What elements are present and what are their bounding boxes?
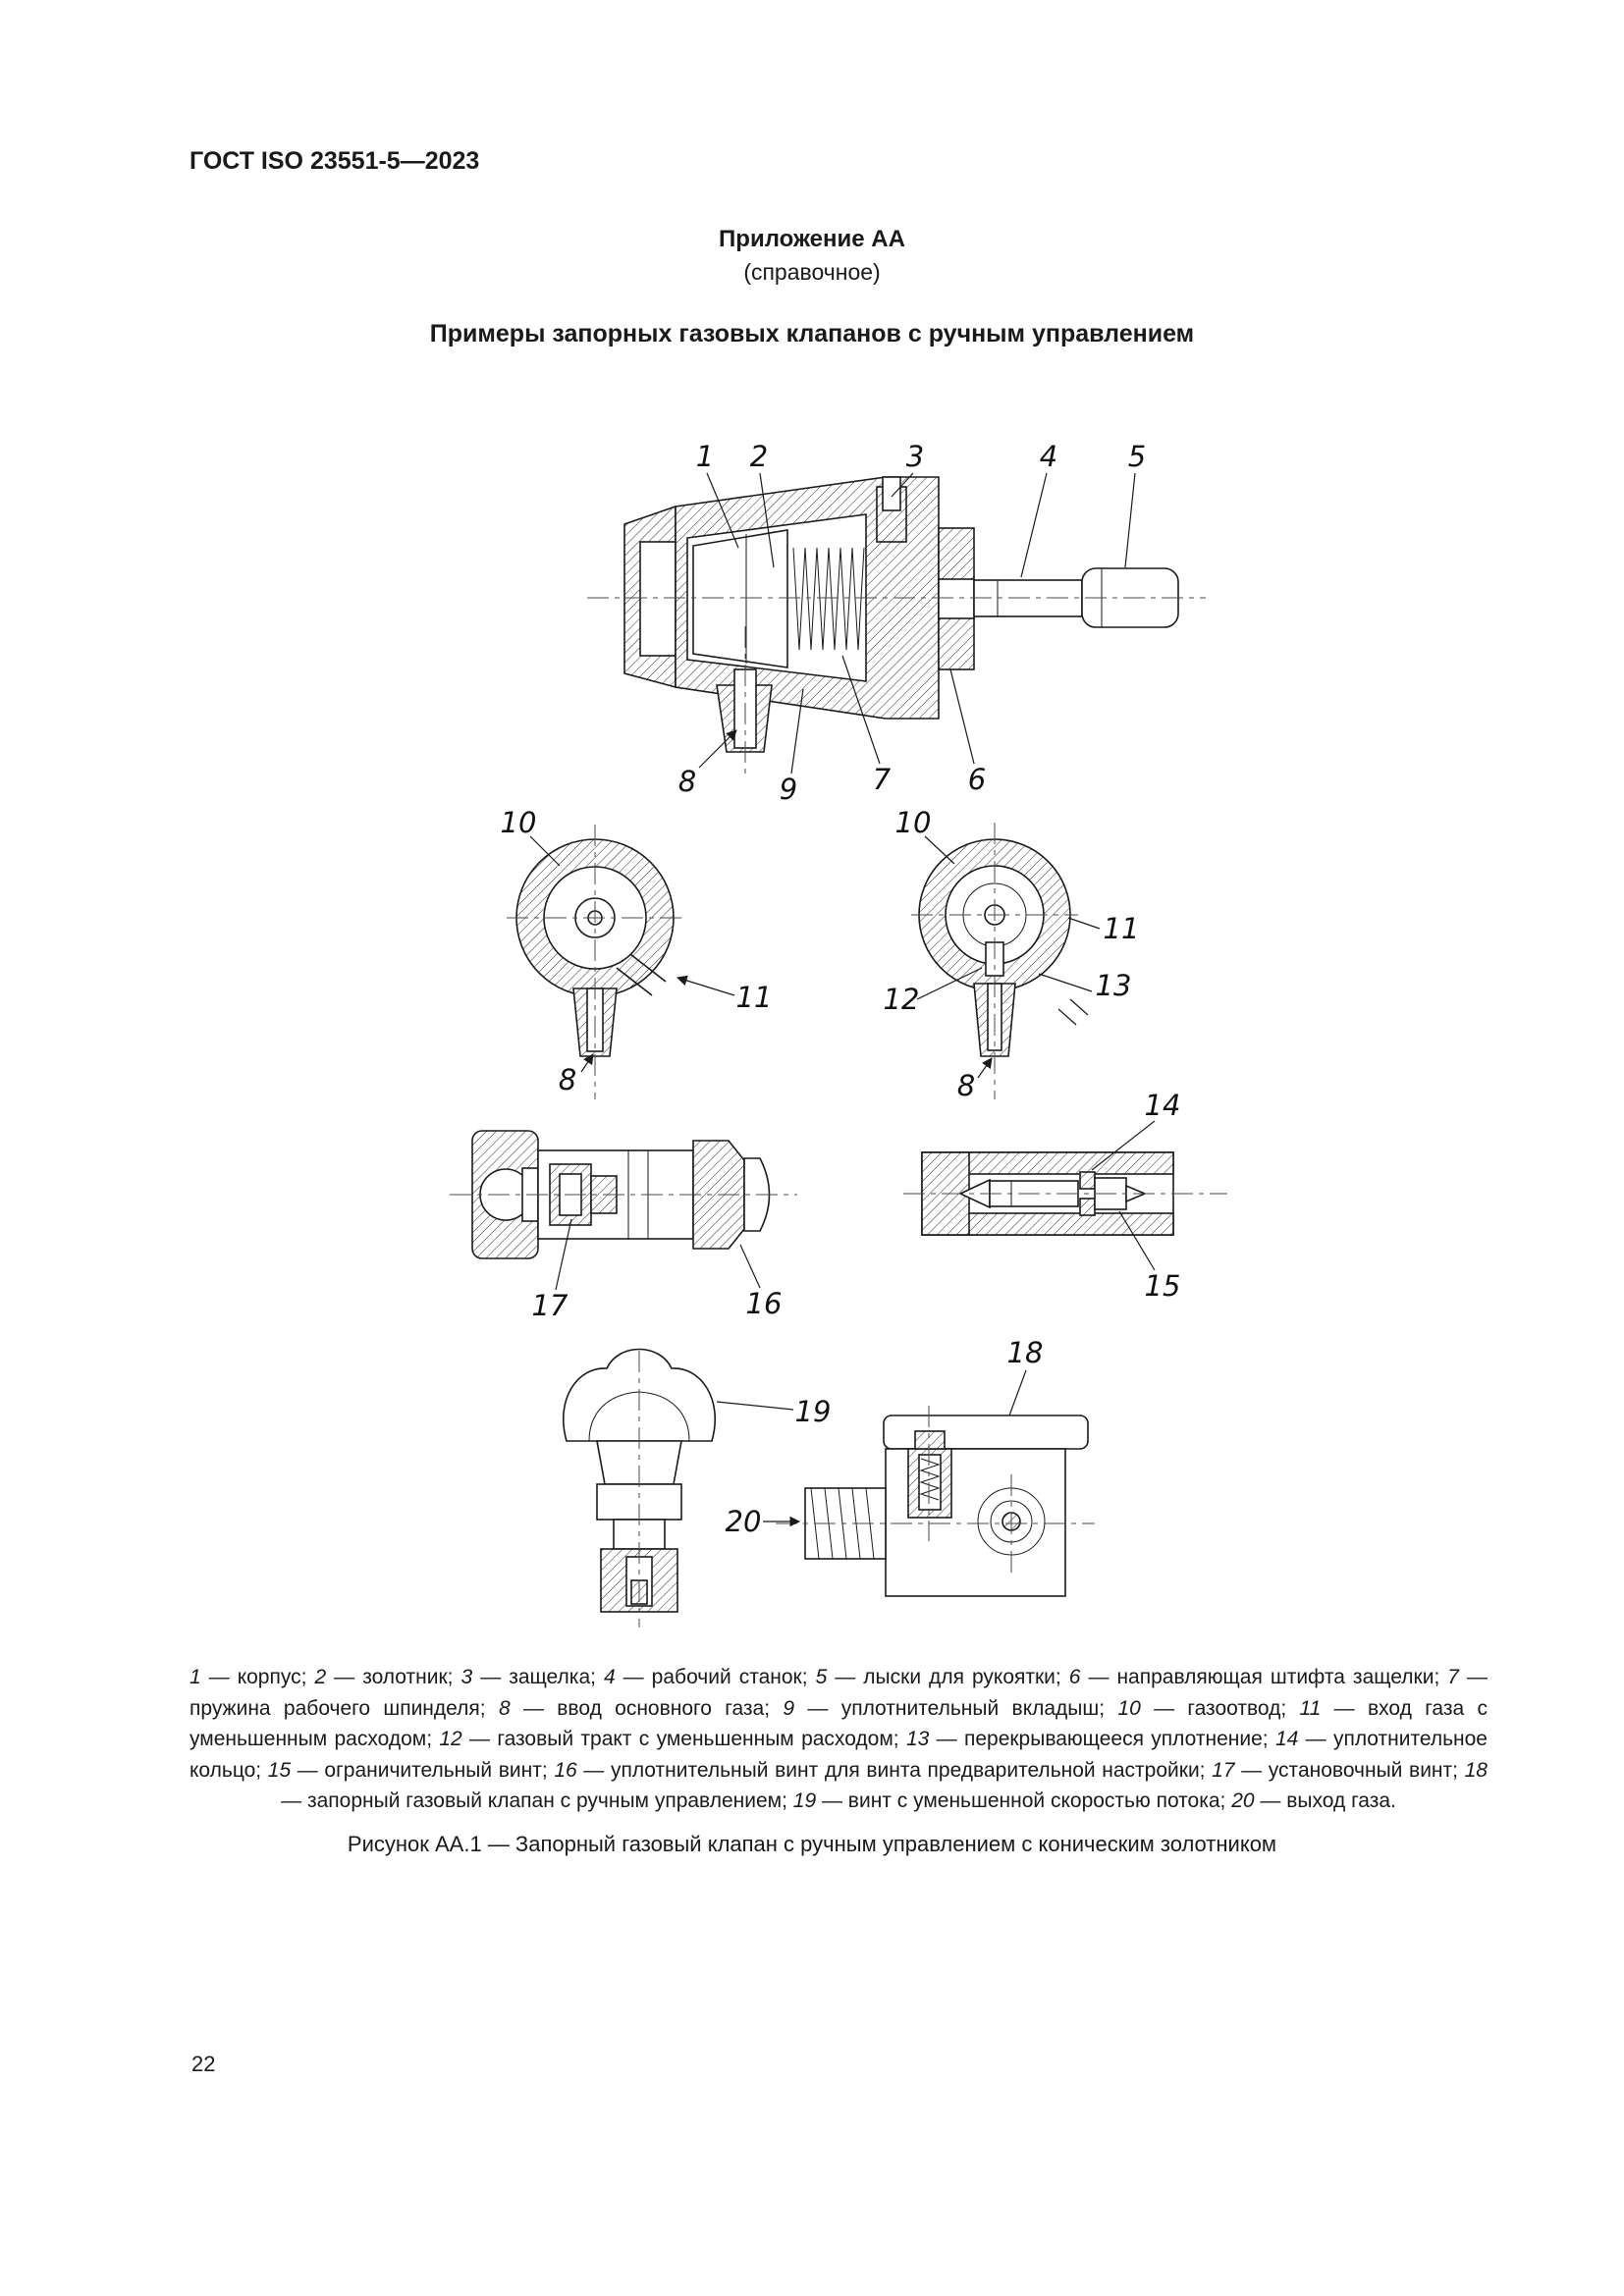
callout-13: 13 bbox=[1096, 969, 1132, 1002]
callout-2: 2 bbox=[750, 440, 768, 473]
figure-aa1-drawings: 1 2 3 4 5 8 9 7 6 10 11 8 bbox=[450, 440, 1227, 1628]
right-guide-bore bbox=[938, 578, 975, 619]
valve-plug bbox=[692, 529, 788, 668]
callout-16: 16 bbox=[746, 1287, 783, 1320]
leader-11-a bbox=[676, 975, 735, 996]
section-a-notch-line2 bbox=[616, 967, 653, 996]
callout-1: 1 bbox=[696, 440, 714, 473]
callout-8-b: 8 bbox=[957, 1069, 975, 1102]
leader-12 bbox=[916, 967, 983, 1000]
callout-8-main: 8 bbox=[678, 765, 696, 798]
valve-spindle-cap bbox=[914, 1430, 946, 1450]
appendix-note: (справочное) bbox=[743, 259, 881, 285]
callout-11-a: 11 bbox=[736, 981, 773, 1014]
leader-9 bbox=[790, 688, 804, 774]
leader-8-a bbox=[580, 1053, 594, 1073]
section-a-notch-line1 bbox=[629, 953, 667, 983]
leader-8-main bbox=[698, 729, 737, 769]
leader-13-tick2 bbox=[1069, 998, 1089, 1016]
appendix-title: Приложение АА bbox=[719, 226, 905, 252]
leader-17 bbox=[555, 1218, 572, 1291]
callout-8-a: 8 bbox=[559, 1063, 576, 1096]
callout-19: 19 bbox=[795, 1395, 832, 1428]
latch-slot bbox=[882, 476, 901, 511]
leader-11-b bbox=[1067, 917, 1101, 930]
callout-4: 4 bbox=[1040, 440, 1057, 473]
callout-7: 7 bbox=[873, 763, 892, 796]
callout-14: 14 bbox=[1145, 1089, 1181, 1122]
callout-20: 20 bbox=[726, 1505, 762, 1538]
leader-1 bbox=[706, 472, 739, 549]
leader-19 bbox=[716, 1401, 794, 1411]
callout-10-a: 10 bbox=[501, 806, 537, 839]
document-header: ГОСТ ISO 23551-5—2023 bbox=[189, 147, 480, 175]
leader-5 bbox=[1124, 472, 1136, 568]
leader-13 bbox=[1038, 973, 1093, 992]
oring-bottom bbox=[1079, 1198, 1096, 1216]
figure-caption: Рисунок АА.1 — Запорный газовый клапан с… bbox=[347, 1832, 1277, 1856]
valve-left-cavity bbox=[639, 541, 677, 657]
leader-7 bbox=[841, 655, 881, 765]
section-title: Примеры запорных газовых клапанов с ручн… bbox=[429, 320, 1195, 347]
leader-13-tick1 bbox=[1057, 1008, 1077, 1026]
spindle-spring bbox=[792, 547, 865, 651]
leader-4 bbox=[1020, 472, 1048, 578]
leader-3 bbox=[891, 472, 914, 498]
leader-18 bbox=[1008, 1369, 1027, 1416]
leader-10-b bbox=[924, 835, 955, 865]
leader-8-b bbox=[977, 1057, 993, 1079]
drawing-section-a: 10 11 8 bbox=[501, 806, 773, 1099]
leader-6 bbox=[949, 668, 975, 765]
leader-15 bbox=[1118, 1210, 1156, 1271]
drawing-setscrew-section: 17 16 bbox=[450, 1130, 797, 1322]
valve-spindle-spring bbox=[919, 1458, 941, 1501]
drawing-hand-valve: 19 18 20 bbox=[562, 1336, 1095, 1628]
valve-spindle-core bbox=[918, 1454, 942, 1511]
oring-top bbox=[1079, 1171, 1096, 1190]
leader-16 bbox=[739, 1244, 761, 1289]
figure-legend: 1 — корпус; 2 — золотник; 3 — защелка; 4… bbox=[189, 1666, 1488, 1812]
callout-12: 12 bbox=[884, 983, 920, 1016]
callout-18: 18 bbox=[1007, 1336, 1044, 1369]
drawing-section-b: 10 11 12 13 8 bbox=[884, 806, 1140, 1102]
callout-5: 5 bbox=[1128, 440, 1146, 473]
leader-2 bbox=[759, 472, 775, 568]
leader-10-a bbox=[529, 835, 561, 867]
callout-15: 15 bbox=[1145, 1269, 1181, 1303]
page-number: 22 bbox=[191, 2052, 216, 2076]
callout-17: 17 bbox=[532, 1289, 568, 1322]
leader-14 bbox=[1091, 1120, 1156, 1171]
drawing-main-valve: 1 2 3 4 5 8 9 7 6 bbox=[587, 440, 1206, 806]
callout-3: 3 bbox=[906, 440, 924, 473]
callout-6: 6 bbox=[968, 763, 986, 796]
drawing-spindle-section: 14 15 bbox=[903, 1089, 1227, 1303]
callout-9: 9 bbox=[780, 773, 797, 806]
callout-11-b: 11 bbox=[1104, 912, 1140, 945]
callout-10-b: 10 bbox=[895, 806, 932, 839]
